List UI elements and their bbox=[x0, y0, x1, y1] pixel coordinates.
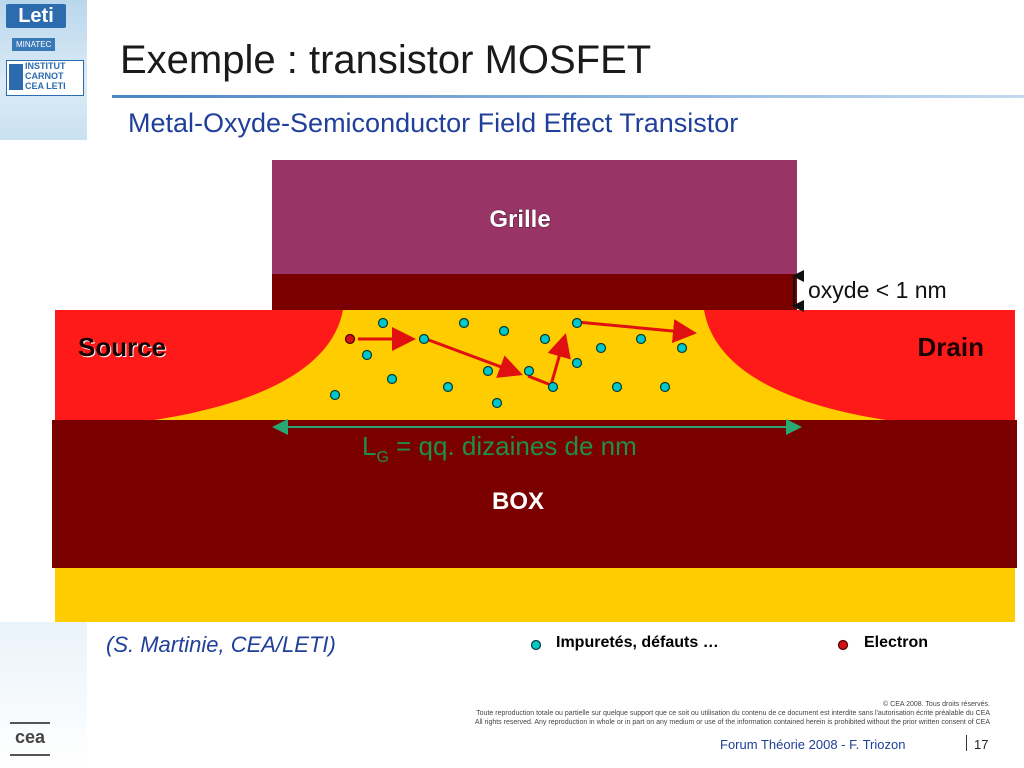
oxide-label: oxyde < 1 nm bbox=[808, 277, 947, 303]
impurity-dot bbox=[442, 381, 454, 393]
electron-dot bbox=[344, 333, 356, 345]
gate-oxide bbox=[272, 273, 797, 310]
impurity-dot bbox=[547, 381, 559, 393]
impurity-dot bbox=[659, 381, 671, 393]
carnot-line-3: CEA LETI bbox=[25, 81, 66, 91]
impurity-dot bbox=[539, 333, 551, 345]
gate-length-subscript: G bbox=[376, 449, 388, 466]
legal-fr: Toute reproduction totale ou partielle s… bbox=[476, 710, 990, 717]
legend-impurities-box bbox=[546, 623, 803, 657]
box-layer bbox=[52, 420, 1017, 568]
impurity-dot bbox=[571, 317, 583, 329]
box-label: BOX bbox=[492, 488, 544, 515]
legend-impurities-label: Impuretés, défauts … bbox=[556, 634, 719, 651]
impurity-dot bbox=[611, 381, 623, 393]
gate-label: Grille bbox=[489, 206, 550, 233]
impurity-dot bbox=[377, 317, 389, 329]
gate bbox=[272, 160, 797, 274]
impurity-dot bbox=[329, 389, 341, 401]
title-divider bbox=[112, 95, 1024, 98]
leti-logo: Leti bbox=[6, 4, 66, 28]
impurity-dot bbox=[418, 333, 430, 345]
source-label: Source bbox=[78, 332, 166, 362]
impurity-dot bbox=[386, 373, 398, 385]
impurity-dot bbox=[676, 342, 688, 354]
legal-notice: © CEA 2008. Tous droits réservés. Toute … bbox=[440, 700, 990, 727]
legend-electron-box bbox=[856, 623, 972, 657]
source-region bbox=[55, 310, 343, 422]
impurity-dot bbox=[491, 397, 503, 409]
impurity-dot bbox=[361, 349, 373, 361]
impurity-dot bbox=[498, 325, 510, 337]
impurity-dot bbox=[635, 333, 647, 345]
impurity-dot bbox=[523, 365, 535, 377]
impurity-dots bbox=[329, 317, 688, 409]
gate-length-symbol: L bbox=[362, 431, 376, 461]
electron-trajectory-2 bbox=[425, 337, 523, 378]
substrate-layer bbox=[55, 560, 1015, 622]
carnot-mark-icon bbox=[9, 64, 23, 90]
legal-en: All rights reserved. Any reproduction in… bbox=[474, 719, 990, 726]
cea-logo-text: cea bbox=[14, 727, 46, 747]
gate-length-label: LG = qq. dizaines de nm bbox=[362, 431, 637, 466]
figure-credit: (S. Martinie, CEA/LETI) bbox=[106, 632, 336, 657]
page-title: Exemple : transistor MOSFET bbox=[120, 38, 652, 82]
footer-event: Forum Théorie 2008 - F. Triozon bbox=[720, 737, 906, 752]
legend-electron-dot bbox=[837, 639, 849, 651]
gate-length-text: = qq. dizaines de nm bbox=[389, 431, 637, 461]
bottom-logo-panel bbox=[0, 622, 87, 768]
footer-separator bbox=[966, 735, 967, 751]
page-number: 17 bbox=[974, 737, 989, 752]
drain-region bbox=[704, 310, 1015, 422]
legend-electron-label: Electron bbox=[864, 634, 929, 651]
minatec-logo: MINATEC bbox=[12, 38, 56, 51]
electron-trajectory-4 bbox=[576, 319, 697, 343]
impurity-dot bbox=[571, 357, 583, 369]
legal-copyright: © CEA 2008. Tous droits réservés. bbox=[883, 701, 990, 708]
drain-label: Drain bbox=[918, 332, 984, 362]
carnot-logo: INSTITUT CARNOT CEA LETI bbox=[6, 60, 84, 96]
cea-logo: cea bbox=[10, 722, 50, 756]
carnot-line-2: CARNOT bbox=[25, 71, 64, 81]
impurity-dot bbox=[595, 342, 607, 354]
legend-impurity-dot bbox=[530, 639, 542, 651]
impurity-dot bbox=[458, 317, 470, 329]
page-subtitle: Metal-Oxyde-Semiconductor Field Effect T… bbox=[128, 108, 739, 138]
carnot-line-1: INSTITUT bbox=[25, 61, 66, 71]
impurity-dot bbox=[482, 365, 494, 377]
